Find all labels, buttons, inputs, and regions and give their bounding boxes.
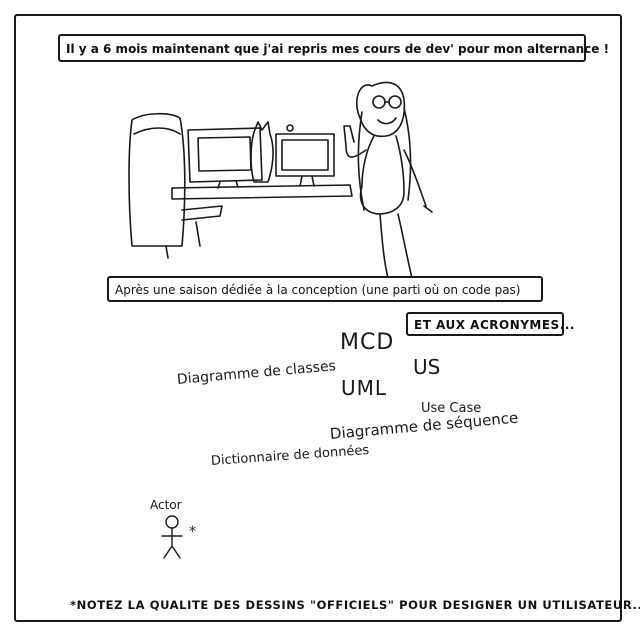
monitor-right <box>275 133 335 177</box>
asterisk-marker: * <box>189 524 196 540</box>
woman-raised-hand <box>343 125 367 158</box>
stick-figure-actor-icon <box>161 515 183 559</box>
term-use-case: Use Case <box>421 401 482 416</box>
caption-intro: Il y a 6 mois maintenant que j'ai repris… <box>58 34 609 62</box>
comic-panel-border <box>14 14 622 622</box>
monitor-left <box>187 127 263 183</box>
term-us: US <box>413 355 441 379</box>
caption-season: Après une saison dédiée à la conception … <box>107 276 543 302</box>
term-mcd: MCD <box>340 330 395 355</box>
term-uml: UML <box>341 376 388 400</box>
woman-body <box>359 135 405 215</box>
office-chair <box>128 112 186 247</box>
cat <box>250 121 274 183</box>
actor-label: Actor <box>150 498 182 512</box>
woman-legs <box>379 213 413 279</box>
caption-acronyms: ET AUX ACRONYMES... <box>406 312 574 336</box>
desk <box>171 184 353 200</box>
woman-head <box>356 81 406 138</box>
footnote: *NOTEZ LA QUALITE DES DESSINS "OFFICIELS… <box>70 598 640 612</box>
